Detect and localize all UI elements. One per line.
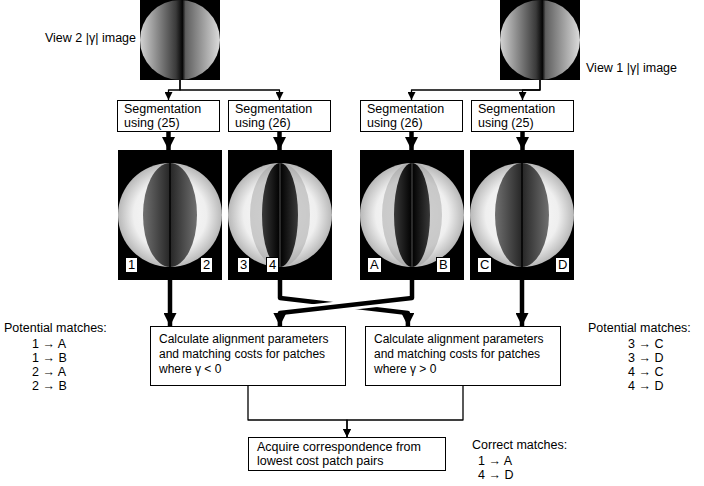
disk [228,163,332,267]
callout-label: A [367,257,382,273]
connector-arrow [409,132,414,150]
callout-label: B [436,257,451,273]
callout-label: 1 [125,257,138,273]
connector-arrow [347,386,463,437]
segmented-image [118,150,222,280]
image-background [118,150,222,280]
process-box: Acquire correspondence from lowest cost … [248,437,446,471]
annotation: 2 → A [32,365,66,379]
annotation: 2 → B [32,379,67,393]
annotation: 3 → D [628,351,663,365]
connector-arrow [520,280,525,326]
callout-label: 3 [237,257,250,273]
process-box: Segmentation using (25) [471,100,574,132]
segmented-image [228,150,332,280]
annotation: 4 → C [628,365,663,379]
annotation: Potential matches: [4,321,107,335]
connector-arrow [180,80,280,100]
box-text: Calculate alignment parameters and match… [159,332,337,377]
lens-region [394,163,430,267]
disk [360,163,464,267]
box-text: Segmentation using (26) [235,102,324,130]
callout-label: C [477,257,492,273]
annotation: 3 → C [628,337,663,351]
process-box: Calculate alignment parameters and match… [150,326,346,386]
box-text: Segmentation using (25) [124,102,213,130]
box-text: Segmentation using (25) [478,102,567,130]
process-box: Calculate alignment parameters and match… [365,326,561,386]
crossing-gap [280,280,412,326]
image-background [140,0,220,80]
connector-arrow [168,280,173,326]
lens-region [143,163,197,267]
center-line [280,163,281,267]
segmented-image: 12 [118,150,222,280]
image-node: View 2 |γ| image [140,0,220,80]
image-background [228,150,332,280]
image-caption: View 1 |γ| image [586,61,677,75]
annotation: Correct matches: [472,438,567,452]
process-box: Segmentation using (26) [360,100,463,132]
segmented-image: CD [470,150,574,280]
lens-region [262,163,298,267]
gamma-disk [500,0,580,80]
connector-arrow [280,280,412,326]
segmented-image: 34 [228,150,332,280]
connector-arrow [523,80,541,100]
annotation: 4 → D [478,468,513,482]
callout-label: D [555,257,570,273]
callout-label: 2 [200,257,213,273]
connector-arrow [166,132,171,150]
connector-arrow [277,132,282,150]
annotation: 1 → A [478,454,512,468]
segmented-image: AB [360,150,464,280]
halo-region [250,163,310,267]
halo-region [382,163,442,267]
process-box: Segmentation using (26) [228,100,331,132]
connector-arrow [248,386,347,437]
annotation: 4 → D [628,379,663,393]
connector-arrow [169,80,181,100]
segmented-image [360,150,464,280]
image-background [360,150,464,280]
box-text: Segmentation using (26) [367,102,456,130]
connector-arrow [520,132,525,150]
image-background [500,0,580,80]
gamma-disk [140,0,220,80]
annotation: Potential matches: [588,321,691,335]
annotation: 1 → B [32,351,67,365]
box-text: Calculate alignment parameters and match… [374,332,552,377]
segmented-image [470,150,574,280]
lens-region [495,163,549,267]
view-image [500,0,580,80]
disk [470,163,574,267]
annotation: 1 → A [32,337,66,351]
callout-label: 4 [266,257,279,273]
image-caption: View 2 |γ| image [45,31,136,45]
connector-arrow [412,80,541,100]
disk [118,163,222,267]
center-line [412,163,413,267]
view-image [140,0,220,80]
image-background [470,150,574,280]
center-line [521,163,523,267]
process-box: Segmentation using (25) [117,100,220,132]
center-line [169,163,171,267]
box-text: Acquire correspondence from lowest cost … [257,440,437,468]
image-node: View 1 |γ| image [500,0,580,80]
